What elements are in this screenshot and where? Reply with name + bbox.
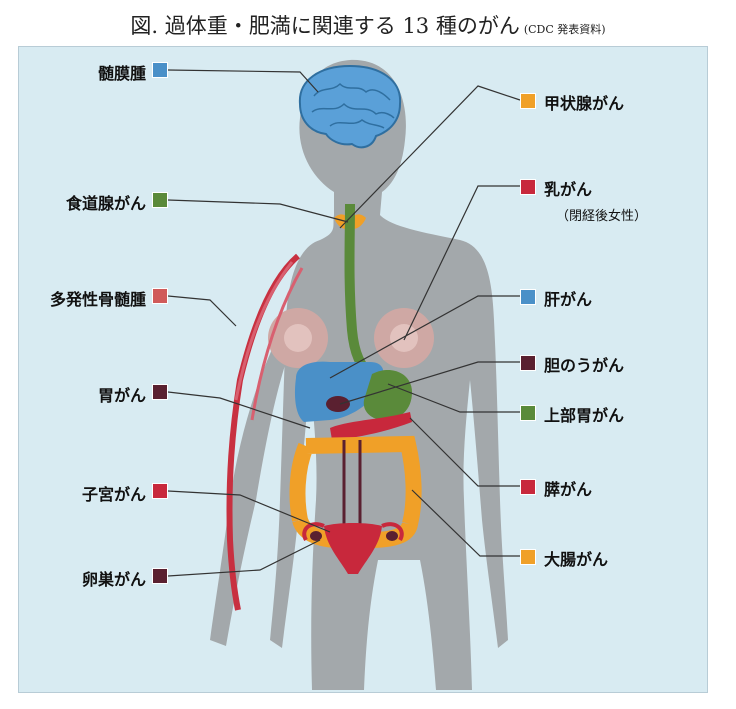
label-liver: 肝がん [544,290,593,309]
swatch-colorectal [520,549,536,565]
label-uterine: 子宮がん [81,485,146,504]
label-colorectal: 大腸がん [544,550,609,569]
label-breast: 乳がん [544,180,593,199]
gallbladder-shape [326,396,350,412]
breast-shapes [268,308,434,368]
label-esophageal: 食道腺がん [65,194,146,213]
swatch-gallbladder [520,355,536,371]
swatch-liver [520,289,536,305]
swatch-uterine [152,483,168,499]
label-pancreas: 膵がん [544,480,593,499]
swatch-thyroid [520,93,536,109]
swatch-breast [520,179,536,195]
label-ovarian: 卵巣がん [81,570,146,589]
liver-shape [294,361,384,422]
ovary-right [386,531,398,541]
source-note: (CDC 発表資料) [523,23,606,36]
brain-folds [311,82,395,129]
figure-title: 図. 過体重・肥満に関連する 13 種のがん(CDC 発表資料) [0,10,736,40]
uterus-shape [302,522,404,574]
stomach-shape [363,370,412,420]
pancreas-shape [330,412,412,440]
label-myeloma: 多発性骨髄腫 [49,290,146,309]
swatch-pancreas [520,479,536,495]
label-stomach: 胃がん [97,386,146,405]
label-upper-stomach: 上部胃がん [544,406,625,425]
label-thyroid: 甲状腺がん [544,94,625,113]
title-text: 図. 過体重・肥満に関連する 13 種のがん [130,14,520,38]
label-gallbladder: 胆のうがん [544,356,625,375]
label-breast-note: （閉経後女性） [556,209,648,224]
swatch-ovarian [152,568,168,584]
abdominal-vessels [342,440,362,528]
label-meningioma: 髄膜腫 [97,64,146,83]
swatch-myeloma [152,288,168,304]
swatch-stomach [152,384,168,400]
swatch-meningioma [152,62,168,78]
swatch-esophageal [152,192,168,208]
leader-lines [167,69,521,577]
swatch-upper-stomach [520,405,536,421]
ovary-left [310,531,322,541]
brain-shape [298,64,402,149]
